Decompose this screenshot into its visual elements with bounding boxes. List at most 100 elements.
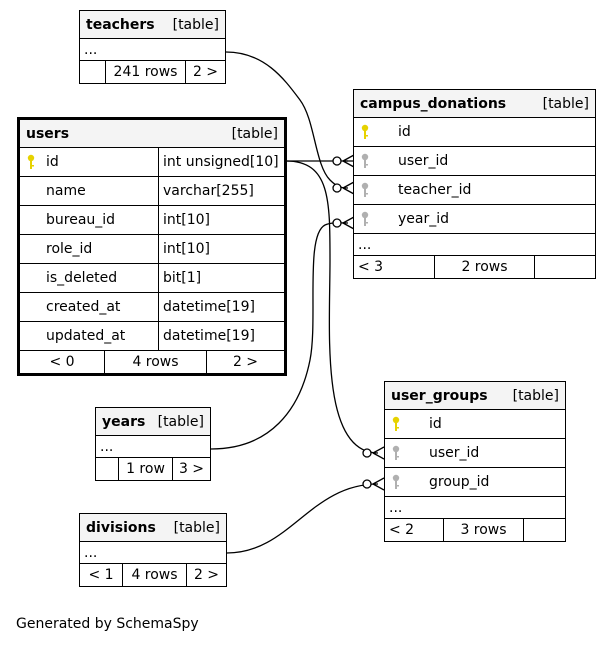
- edge-marker: [332, 156, 342, 166]
- footer-row-count: 3 rows: [443, 519, 523, 541]
- column-row[interactable]: teacher_id: [354, 176, 595, 205]
- ellipsis-row: ...: [385, 497, 565, 519]
- column-type: bit[1]: [158, 264, 284, 292]
- column-name-cell: id: [385, 410, 565, 438]
- column-name: id: [398, 124, 411, 140]
- footer-parents[interactable]: < 3: [358, 259, 384, 275]
- foreign-key-icon: [360, 182, 398, 198]
- crowfoot-marker: [342, 216, 355, 230]
- column-name-cell: is_deleted: [20, 264, 158, 292]
- footer-parents[interactable]: < 1: [88, 567, 114, 583]
- table-footer: 241 rows 2 >: [80, 61, 225, 83]
- column-row[interactable]: user_id: [354, 147, 595, 176]
- table-teachers[interactable]: teachers [table] ... 241 rows 2 >: [79, 10, 226, 84]
- edge-divisions-user-groups: [226, 483, 379, 554]
- column-name: role_id: [46, 241, 93, 257]
- column-type: varchar[255]: [158, 177, 284, 205]
- edge-marker: [332, 183, 342, 193]
- table-type-label: [table]: [173, 519, 220, 536]
- ellipsis-row: ...: [354, 234, 595, 256]
- edge-marker: [332, 218, 342, 228]
- table-type-label: [table]: [512, 387, 559, 404]
- edge-users-user-groups: [285, 160, 379, 454]
- column-type: datetime[19]: [158, 322, 284, 350]
- table-header: years [table]: [96, 408, 210, 436]
- column-name: created_at: [46, 299, 121, 315]
- column-name: updated_at: [46, 328, 126, 344]
- table-header: user_groups [table]: [385, 382, 565, 410]
- table-name: divisions: [86, 519, 156, 536]
- footer-parents[interactable]: [80, 61, 105, 83]
- ellipsis-row: ...: [96, 436, 210, 458]
- column-row[interactable]: updated_at datetime[19]: [20, 322, 284, 351]
- column-name: id: [46, 154, 59, 170]
- column-row[interactable]: group_id: [385, 468, 565, 497]
- footer-row-count: 1 row: [118, 458, 172, 480]
- column-name-cell: created_at: [20, 293, 158, 321]
- crowfoot-marker: [372, 477, 385, 491]
- column-row[interactable]: bureau_id int[10]: [20, 206, 284, 235]
- column-name: user_id: [429, 445, 480, 461]
- footer-parents[interactable]: < 0: [49, 354, 75, 370]
- column-name: group_id: [429, 474, 490, 490]
- table-type-label: [table]: [172, 16, 219, 33]
- ellipsis-row: ...: [80, 542, 226, 564]
- table-footer: 1 row 3 >: [96, 458, 210, 480]
- column-type: int[10]: [158, 206, 284, 234]
- column-row[interactable]: user_id: [385, 439, 565, 468]
- foreign-key-icon: [391, 474, 429, 490]
- primary-key-icon: [26, 154, 46, 170]
- footer-children[interactable]: 2 >: [186, 564, 226, 586]
- column-name-cell: teacher_id: [354, 176, 595, 204]
- column-name-cell: user_id: [385, 439, 565, 467]
- column-name-cell: updated_at: [20, 322, 158, 350]
- table-type-label: [table]: [157, 413, 204, 430]
- generated-by-credit: Generated by SchemaSpy: [16, 616, 199, 632]
- footer-children[interactable]: [523, 519, 565, 541]
- footer-children[interactable]: 2 >: [185, 61, 225, 83]
- column-name: year_id: [398, 211, 450, 227]
- column-name-cell: id: [354, 118, 595, 146]
- foreign-key-icon: [360, 211, 398, 227]
- footer-children[interactable]: 2 >: [206, 351, 284, 373]
- table-years[interactable]: years [table] ... 1 row 3 >: [95, 407, 211, 481]
- column-row[interactable]: id: [354, 118, 595, 147]
- edge-years-campus-donations: [210, 222, 349, 450]
- foreign-key-icon: [360, 153, 398, 169]
- table-type-label: [table]: [231, 125, 278, 142]
- footer-row-count: 4 rows: [104, 351, 206, 373]
- column-name: teacher_id: [398, 182, 472, 198]
- table-name: user_groups: [391, 387, 488, 404]
- table-user-groups[interactable]: user_groups [table] id user_id group_id ..…: [384, 381, 566, 542]
- footer-row-count: 2 rows: [434, 256, 534, 278]
- footer-row-count: 4 rows: [122, 564, 186, 586]
- table-footer: < 2 3 rows: [385, 519, 565, 541]
- column-name-cell: name: [20, 177, 158, 205]
- column-name: bureau_id: [46, 212, 116, 228]
- column-row[interactable]: role_id int[10]: [20, 235, 284, 264]
- edge-marker: [362, 479, 372, 489]
- column-row[interactable]: id: [385, 410, 565, 439]
- footer-row-count: 241 rows: [105, 61, 185, 83]
- edge-marker: [362, 448, 372, 458]
- primary-key-icon: [360, 124, 398, 140]
- column-row[interactable]: year_id: [354, 205, 595, 234]
- footer-parents[interactable]: [96, 458, 118, 480]
- column-type: int[10]: [158, 235, 284, 263]
- table-name: campus_donations: [360, 95, 507, 112]
- table-divisions[interactable]: divisions [table] ... < 1 4 rows 2 >: [79, 513, 227, 587]
- table-header: teachers [table]: [80, 11, 225, 39]
- footer-parents[interactable]: < 2: [389, 522, 415, 538]
- footer-children[interactable]: [534, 256, 595, 278]
- table-name: users: [26, 125, 70, 142]
- table-name: teachers: [86, 16, 155, 33]
- footer-children[interactable]: 3 >: [172, 458, 210, 480]
- table-type-label: [table]: [542, 95, 589, 112]
